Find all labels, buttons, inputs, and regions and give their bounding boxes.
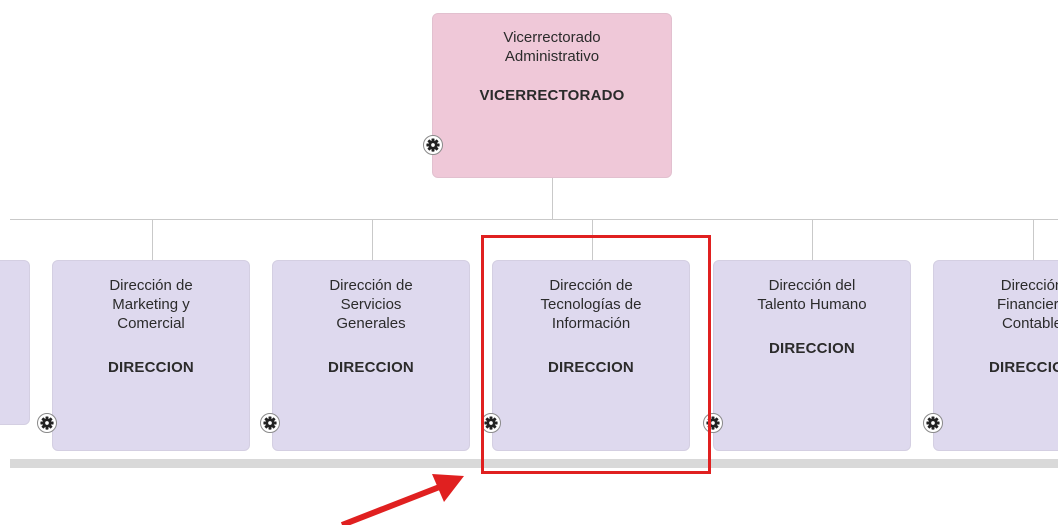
- node-name: Vicerrectorado Administrativo: [503, 29, 601, 65]
- node-type: DIRECCION: [548, 359, 634, 376]
- org-node-child-4[interactable]: Dirección de Tecnologías de Información …: [492, 260, 690, 451]
- gear-icon[interactable]: [260, 413, 280, 433]
- connector-child-3: [372, 219, 373, 260]
- gear-icon[interactable]: [37, 413, 57, 433]
- connector-child-2: [152, 219, 153, 260]
- node-type: DIRECCION: [108, 359, 194, 376]
- org-node-root[interactable]: Vicerrectorado Administrativo VICERRECTO…: [432, 13, 672, 178]
- node-type: DIRECCION: [328, 359, 414, 376]
- org-node-child-3[interactable]: Dirección de Servicios Generales DIRECCI…: [272, 260, 470, 451]
- org-node-child-1[interactable]: [0, 260, 30, 425]
- connector-child-6: [1033, 219, 1034, 260]
- connector-child-5: [812, 219, 813, 260]
- connector-horizontal: [10, 219, 1058, 220]
- gear-icon[interactable]: [923, 413, 943, 433]
- node-name: Dirección de Tecnologías de Información: [540, 277, 642, 332]
- horizontal-scrollbar[interactable]: [10, 459, 1058, 468]
- org-node-child-2[interactable]: Dirección de Marketing y Comercial DIREC…: [52, 260, 250, 451]
- node-type: DIRECCION: [989, 359, 1058, 376]
- connector-child-4: [592, 219, 593, 260]
- node-name: Dirección del Talento Humano: [757, 277, 867, 313]
- node-name: Dirección de Marketing y Comercial: [109, 277, 193, 332]
- node-type: VICERRECTORADO: [479, 87, 625, 104]
- highlight-box: [481, 235, 711, 474]
- org-node-child-6[interactable]: Dirección Financiera Contable DIRECCION: [933, 260, 1058, 451]
- red-arrow-icon: [340, 474, 464, 525]
- gear-icon[interactable]: [423, 135, 443, 155]
- connector-root-down: [552, 178, 553, 220]
- org-node-child-5[interactable]: Dirección del Talento Humano DIRECCION: [713, 260, 911, 451]
- node-type: DIRECCION: [769, 340, 855, 357]
- node-name: Dirección de Servicios Generales: [329, 277, 413, 332]
- gear-icon[interactable]: [481, 413, 501, 433]
- node-name: Dirección Financiera Contable: [996, 277, 1058, 332]
